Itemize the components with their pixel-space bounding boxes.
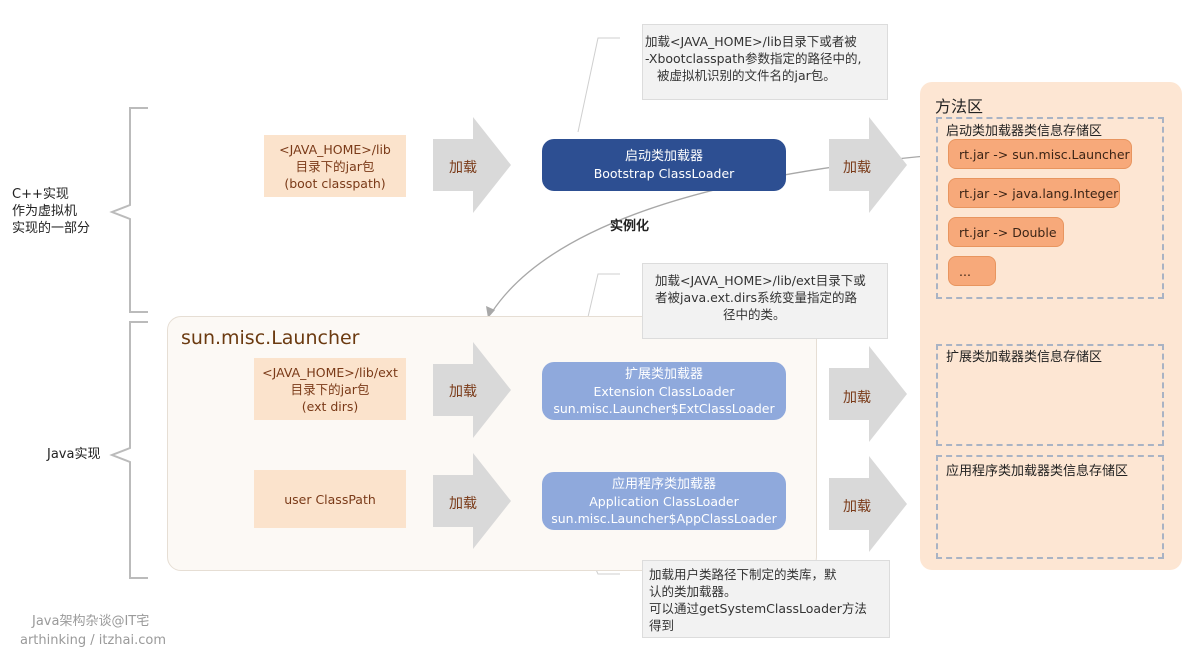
ext-storage-title: 扩展类加载器类信息存储区 <box>946 350 1103 365</box>
boot-note-connector <box>577 37 620 133</box>
ext-load-arrow <box>433 342 511 438</box>
cpp-label-line: C++实现 <box>12 187 69 202</box>
loader-en-name: Application ClassLoader <box>589 493 739 509</box>
boot-load-arrow <box>433 117 511 213</box>
class-entry-pill: ... <box>948 256 996 286</box>
note-line: 加载<JAVA_HOME>/lib/ext目录下或 <box>655 273 866 288</box>
boot-storage-region <box>936 117 1164 299</box>
app-storage-region <box>936 455 1164 559</box>
user-classpath-doc: user ClassPath <box>254 470 406 528</box>
note-line: 加载<JAVA_HOME>/lib目录下或者被 <box>645 34 857 49</box>
app-out-label: 加载 <box>843 499 871 515</box>
loader-en-name: Extension ClassLoader <box>593 383 735 399</box>
ext-storage-region <box>936 344 1164 446</box>
boot-storage-title: 启动类加载器类信息存储区 <box>946 124 1103 139</box>
ext-note: 加载<JAVA_HOME>/lib/ext目录下或 者被java.ext.dir… <box>642 263 888 339</box>
cpp-impl-label: C++实现 作为虚拟机 实现的一部分 <box>12 186 90 237</box>
loader-class-name: sun.misc.Launcher$AppClassLoader <box>551 510 777 526</box>
boot-classpath-doc: <JAVA_HOME>/lib 目录下的jar包 (boot classpath… <box>264 135 406 197</box>
app-load-label: 加载 <box>449 496 477 512</box>
doc-line: 目录下的jar包 <box>295 158 375 174</box>
loader-name: 启动类加载器 <box>624 149 703 164</box>
ext-load-label: 加载 <box>449 384 477 400</box>
app-load-arrow <box>433 453 511 549</box>
note-line: -Xbootclasspath参数指定的路径中的, <box>645 51 862 66</box>
note-line: 认的类加载器。 <box>649 584 737 599</box>
ext-out-label: 加载 <box>843 390 871 406</box>
app-out-arrow <box>829 456 907 552</box>
loader-class-name: sun.misc.Launcher$ExtClassLoader <box>553 400 775 416</box>
instantiate-label: 实例化 <box>610 219 650 234</box>
note-line: 加载用户类路径下制定的类库，默 <box>649 567 837 582</box>
bootstrap-classloader: 启动类加载器 Bootstrap ClassLoader <box>542 139 786 191</box>
cpp-label-line: 作为虚拟机 <box>12 204 78 219</box>
cpp-brace <box>109 107 148 313</box>
java-impl-label: Java实现 <box>47 447 101 462</box>
loader-name: 应用程序类加载器 <box>611 476 716 492</box>
boot-out-arrow <box>829 117 907 213</box>
note-line: 得到 <box>649 618 675 633</box>
boot-out-label: 加载 <box>843 160 871 176</box>
class-entry-pill: rt.jar -> java.lang.Integer <box>948 178 1120 208</box>
doc-line: (boot classpath) <box>284 175 386 191</box>
boot-note: 加载<JAVA_HOME>/lib目录下或者被 -Xbootclasspath参… <box>642 24 888 100</box>
loader-en-name: Bootstrap ClassLoader <box>593 166 735 181</box>
watermark-line1: Java架构杂谈@IT宅 <box>32 614 150 629</box>
doc-line: 目录下的jar包 <box>290 381 370 397</box>
note-line: 径中的类。 <box>723 307 786 322</box>
note-line: 可以通过getSystemClassLoader方法 <box>649 601 867 616</box>
class-entry-pill: rt.jar -> Double <box>948 217 1064 247</box>
application-classloader: 应用程序类加载器 Application ClassLoader sun.mis… <box>542 472 786 530</box>
note-line: 者被java.ext.dirs系统变量指定的路 <box>655 290 857 305</box>
java-brace <box>109 321 148 579</box>
doc-line: (ext dirs) <box>301 398 359 414</box>
watermark-line2: arthinking / itzhai.com <box>20 633 167 648</box>
app-note: 加载用户类路径下制定的类库，默 认的类加载器。 可以通过getSystemCla… <box>642 560 890 638</box>
note-line: 被虚拟机识别的文件名的jar包。 <box>657 68 836 83</box>
loader-name: 扩展类加载器 <box>624 366 703 382</box>
doc-line: user ClassPath <box>284 491 376 507</box>
extension-classloader: 扩展类加载器 Extension ClassLoader sun.misc.La… <box>542 362 786 420</box>
app-storage-title: 应用程序类加载器类信息存储区 <box>946 464 1129 479</box>
ext-dirs-doc: <JAVA_HOME>/lib/ext 目录下的jar包 (ext dirs) <box>254 358 406 420</box>
doc-line: <JAVA_HOME>/lib/ext <box>262 364 398 380</box>
boot-load-label: 加载 <box>449 160 477 176</box>
method-area-title: 方法区 <box>935 97 984 116</box>
launcher-title: sun.misc.Launcher <box>181 327 360 349</box>
doc-line: <JAVA_HOME>/lib <box>279 141 391 157</box>
class-entry-pill: rt.jar -> sun.misc.Launcher <box>948 139 1132 169</box>
ext-out-arrow <box>829 346 907 442</box>
instantiate-arrowhead <box>486 306 495 318</box>
cpp-label-line: 实现的一部分 <box>12 221 91 236</box>
